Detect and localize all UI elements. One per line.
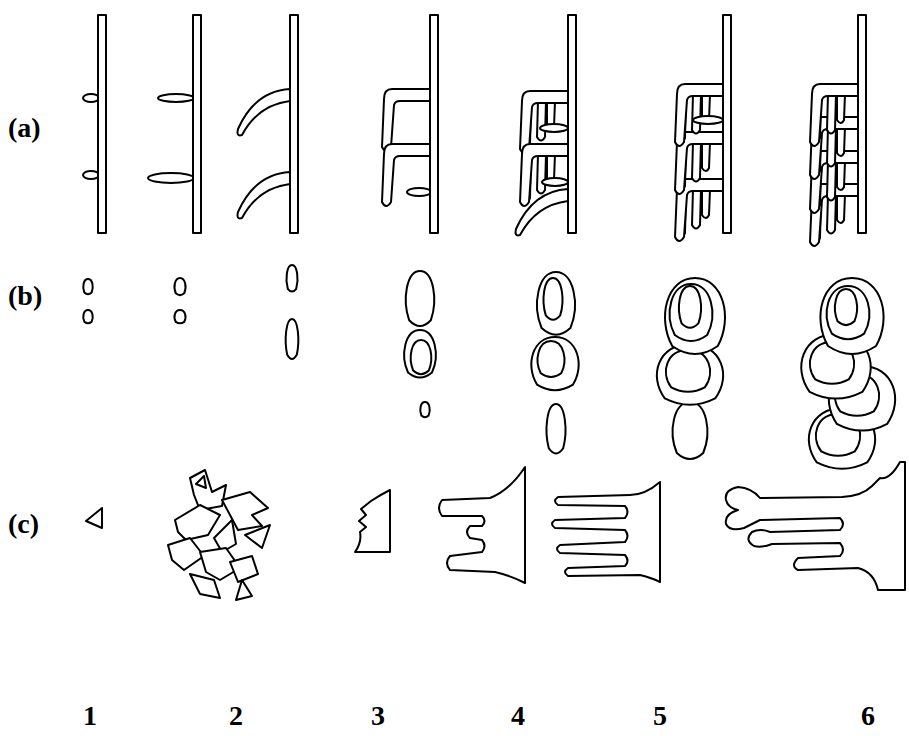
- row-a-figures: [83, 15, 866, 246]
- stage-number: 1: [83, 702, 97, 730]
- row-b-figures: [83, 265, 895, 469]
- row-c-figures: [86, 462, 905, 600]
- row-label: (c): [8, 510, 39, 538]
- row-label: (a): [8, 114, 41, 142]
- stage-number: 2: [229, 702, 243, 730]
- stage-number: 6: [861, 702, 875, 730]
- stage-number: 4: [511, 702, 525, 730]
- stage-number: 5: [653, 702, 667, 730]
- row-label: (b): [8, 282, 42, 310]
- stage-number: 3: [371, 702, 385, 730]
